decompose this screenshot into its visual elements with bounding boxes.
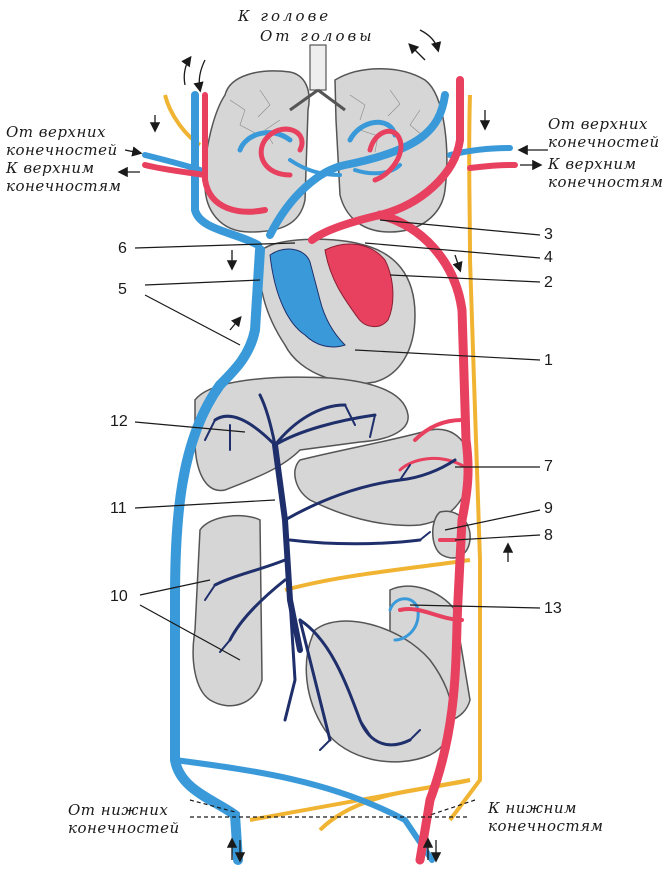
portal-network	[204, 393, 457, 751]
leader-9	[444, 509, 541, 531]
lung-texture	[229, 89, 423, 153]
leader-6	[134, 242, 296, 249]
trachea	[289, 44, 346, 112]
number-13: 13	[544, 600, 562, 617]
colon-right	[192, 514, 263, 707]
label-to-lower-2: конечностям	[488, 817, 604, 835]
leader-2	[389, 274, 541, 283]
leader-10b	[139, 604, 241, 661]
label-to-upper-left-2: конечностям	[6, 177, 122, 195]
leaders	[134, 219, 541, 818]
label-from-head: От головы	[260, 27, 375, 45]
label-to-upper-right-1: К верхним	[548, 155, 637, 173]
small-intestine	[305, 620, 454, 763]
number-4: 4	[544, 249, 553, 266]
number-6: 6	[118, 240, 127, 257]
number-5: 5	[118, 281, 127, 298]
leader-4	[364, 242, 541, 259]
label-from-lower-2: конечностей	[68, 819, 180, 837]
label-to-head: К голове	[238, 7, 332, 25]
leader-8	[454, 534, 541, 541]
leader-10a	[139, 579, 211, 596]
stomach	[294, 428, 471, 527]
heart-left	[324, 243, 394, 327]
number-9: 9	[544, 500, 553, 517]
number-11: 11	[110, 500, 127, 517]
direction-arrows	[117, 29, 548, 863]
number-3: 3	[544, 226, 553, 243]
leader-5a	[144, 279, 261, 286]
arteries	[142, 76, 518, 865]
leader-5b	[144, 294, 241, 346]
label-from-upper-right-2: конечностей	[548, 133, 660, 151]
leader-3	[379, 219, 541, 236]
label-from-lower-1: От нижних	[68, 801, 169, 819]
leader-1	[354, 349, 541, 361]
number-7: 7	[544, 458, 553, 475]
label-from-upper-left-1: От верхних	[6, 123, 106, 141]
label-from-upper-left-2: конечностей	[6, 141, 118, 159]
number-8: 8	[544, 527, 553, 544]
leader-11	[134, 499, 276, 509]
label-from-upper-right-1: От верхних	[548, 115, 648, 133]
label-to-lower-1: К нижним	[488, 799, 577, 817]
leader-lower-right	[429, 799, 476, 816]
number-10: 10	[110, 588, 128, 605]
label-to-upper-left-1: К верхним	[6, 159, 95, 177]
number-1: 1	[544, 352, 553, 369]
leader-12	[134, 421, 246, 433]
number-2: 2	[544, 274, 553, 291]
leader-lower-left	[189, 799, 236, 813]
heart-right	[269, 248, 346, 348]
number-12: 12	[110, 413, 128, 430]
label-to-upper-right-2: конечностям	[548, 173, 664, 191]
leader-13	[409, 604, 541, 609]
